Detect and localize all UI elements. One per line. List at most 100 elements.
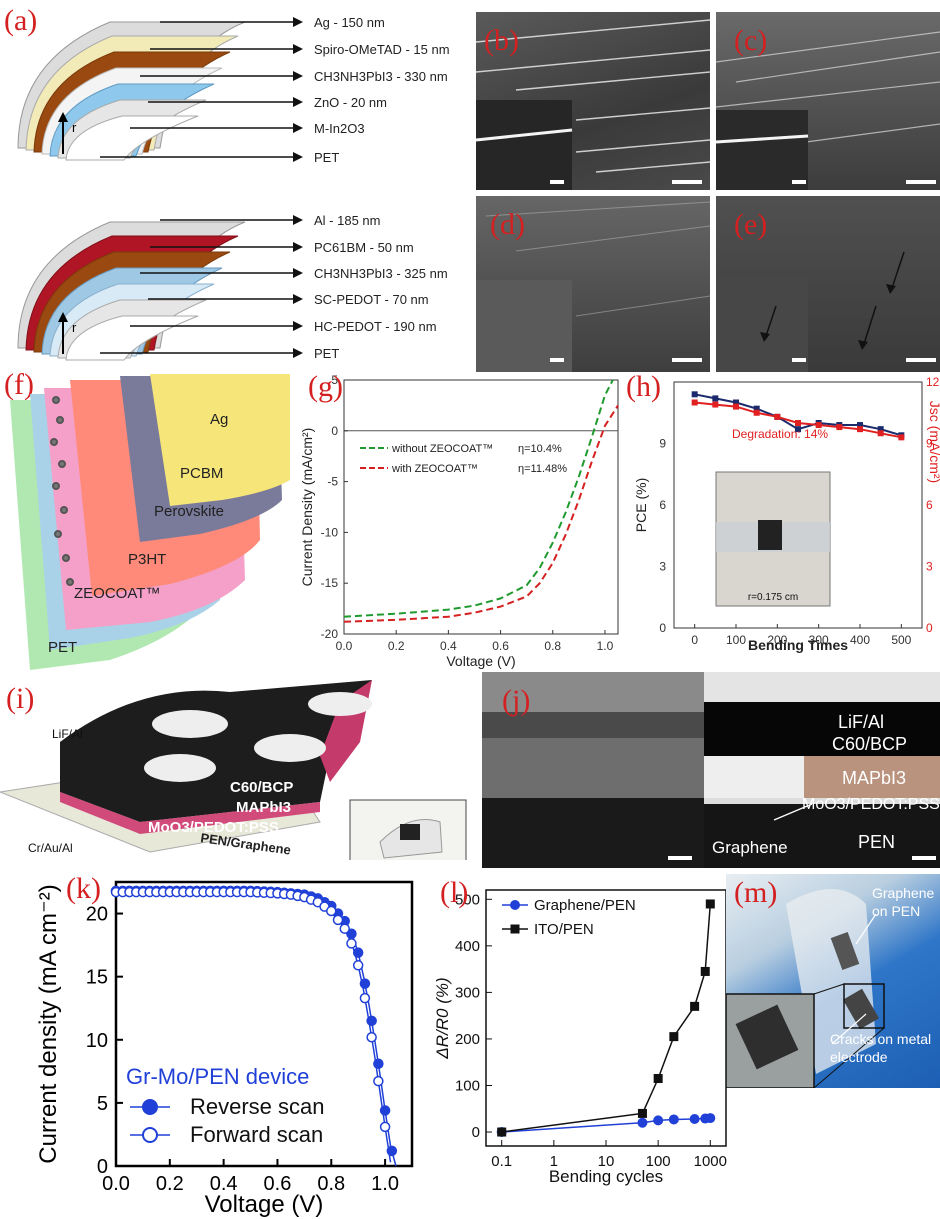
plot-frame-h [673,381,923,629]
data-point-l-1 [497,1127,507,1137]
y-tick-label-k: 5 [97,1093,108,1115]
x-tick-label-g: 0.0 [336,639,353,653]
x-tick-label-l: 0.1 [491,1153,512,1170]
y-tick-label-g: 5 [331,373,338,387]
data-point-h-0 [753,405,760,412]
layer-label-i-2: MAPbI3 [236,799,291,816]
data-point-h-1 [733,403,739,410]
layer-label-a2-1: PC61BM - 50 nm [314,240,414,255]
y-tick-label-k: 15 [86,967,108,989]
inset-label-h: r=0.175 cm [748,592,798,603]
layer-label-f-2: Perovskite [154,503,224,520]
y-right-tick-label-h: 3 [926,560,933,574]
x-tick-label-g: 1.0 [597,639,614,653]
y-tick-label-g: 0 [331,424,338,438]
x-tick-label-k: 0.6 [264,1173,292,1195]
layer-label-j-3: MoO3/PEDOT:PSS [802,796,940,813]
annotation-cracks: Cracks on metal electrode [830,1031,932,1065]
legend-eta-g-1: η=11.48% [518,463,567,475]
x-axis-label-h: Bending Times [748,637,848,653]
data-point-h-0 [877,426,884,433]
data-point-l-1 [637,1108,647,1118]
x-tick-label-k: 0.0 [102,1173,130,1195]
y-tick-label-l: 400 [455,938,480,955]
y-tick-label-k: 10 [86,1030,108,1052]
panel-label-l: (l) [440,876,469,909]
panel-label-g: (g) [308,370,343,403]
panel-label-f: (f) [4,368,34,401]
x-tick-label-h: 500 [891,633,911,647]
panel-label-c: (c) [734,24,768,57]
y-tick-label-l: 500 [455,891,480,908]
layer-label-f-0: Ag [210,411,228,428]
data-point-l-1 [690,1001,700,1011]
data-point-h-1 [691,399,698,406]
data-point-l-0 [705,1113,716,1124]
data-point-h-1 [753,409,760,416]
y-axis-label-k: Current density (mA cm⁻²) [35,884,62,1163]
layer-label-i-1: C60/BCP [230,779,293,796]
radius-label-top: r [72,120,77,135]
data-point-l-1 [700,966,710,976]
legend-label-l-0: Graphene/PEN [534,897,636,914]
device-photo-m: (m) Graphene on PEN Cracks on metal elec… [726,874,940,1088]
x-tick-label-g: 0.8 [544,639,561,653]
y-right-tick-label-h: 0 [926,621,933,635]
layer-label-a2-2: CH3NH3PbI3 - 325 nm [314,266,448,281]
y-tick-label-k: 0 [97,1156,108,1178]
data-point-l-0 [689,1114,700,1125]
x-tick-label-l: 100 [646,1153,671,1170]
data-point-h-1 [836,424,843,431]
x-tick-label-l: 1000 [694,1153,727,1170]
sem-image-e: (e) [716,196,940,372]
annotation-graphene-on-pen: Graphene on PEN [872,885,935,919]
data-point-l-1 [653,1074,663,1084]
data-point-k-1 [346,938,357,949]
data-point-k-1 [326,905,337,917]
x-tick-label-h: 200 [767,633,787,647]
x-tick-label-k: 0.2 [156,1173,184,1195]
data-point-h-0 [857,422,863,429]
layer-label-a-1: Spiro-OMeTAD - 15 nm [314,42,450,57]
scale-bar-c [906,180,936,184]
layer-label-a2-3: SC-PEDOT - 70 nm [314,292,429,307]
panel-label-i: (i) [6,682,35,715]
y-right-tick-label-h: 6 [926,498,933,512]
layer-label-f-4: ZEOCOAT™ [74,585,160,602]
data-point-l-0 [637,1117,648,1128]
y-tick-label-g: -10 [321,525,339,539]
scale-bar-d-inset [550,358,564,362]
panel-label-j: (j) [502,684,531,717]
legend-swatch-marker-k-0 [142,1099,158,1115]
y-tick-label-h: 9 [659,437,666,451]
data-point-h-1 [774,413,781,420]
x-tick-label-k: 1.0 [371,1173,399,1195]
data-point-h-1 [898,434,905,441]
y-axis-label-l: ΔR/R0 (%) [433,977,452,1059]
legend-eta-g-0: η=10.4% [518,443,562,455]
x-tick-label-g: 0.4 [440,639,457,653]
x-tick-label-h: 0 [691,633,698,647]
panel-label-h: (h) [626,370,661,403]
data-point-h-1 [795,420,801,426]
legend-label-g-0: without ZEOCOAT™ [391,443,493,455]
layer-label-a-4: M-In2O3 [314,121,365,136]
data-point-k-1 [373,1075,384,1087]
layer-label-j-1: C60/BCP [832,734,908,754]
y-tick-label-g: -5 [327,475,338,489]
x-tick-label-h: 400 [850,633,870,647]
layer-label-a-3: ZnO - 20 nm [314,95,387,110]
layer-label-a2-0: Al - 185 nm [314,213,380,228]
x-tick-label-g: 0.6 [492,639,509,653]
panel-label-m: (m) [734,876,778,909]
cross-section-sem-j: (j) LiF/Al C60/BCP MAPbI3 MoO3/PEDOT:PSS… [482,672,940,868]
y-tick-label-g: -20 [321,627,339,641]
layer-label-a-0: Ag - 150 nm [314,15,385,30]
scale-bar-b-inset [550,180,564,184]
legend-label-k-0: Reverse scan [190,1094,325,1119]
data-point-h-1 [857,426,863,433]
panel-label-b: (b) [484,24,519,57]
layer-label-f-3: P3HT [128,551,166,568]
y-tick-label-l: 100 [455,1077,480,1094]
